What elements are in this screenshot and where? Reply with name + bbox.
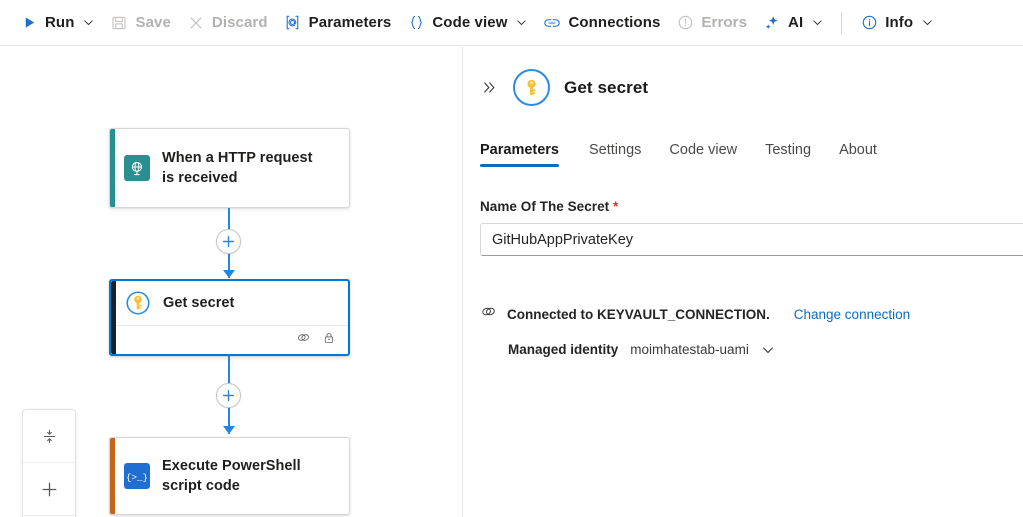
zoom-in-button[interactable] bbox=[23, 463, 75, 516]
change-connection-link[interactable]: Change connection bbox=[793, 306, 911, 322]
chevron-down-icon[interactable] bbox=[811, 17, 823, 29]
node-title-line2: is received bbox=[162, 170, 238, 186]
node-accent-bar bbox=[110, 438, 115, 514]
toolbar-connections-button[interactable]: Connections bbox=[535, 6, 668, 40]
double-chevron-right-icon[interactable] bbox=[479, 78, 499, 98]
tab-testing-label: Testing bbox=[765, 142, 812, 158]
toolbar-save-label: Save bbox=[135, 14, 171, 31]
workflow-node-http-trigger[interactable]: When a HTTP request is received bbox=[109, 128, 350, 208]
toolbar-info-label: Info bbox=[885, 14, 914, 31]
node-footer bbox=[111, 325, 348, 354]
node-accent-bar bbox=[110, 129, 115, 207]
panel-header: Get secret bbox=[463, 47, 1023, 106]
lock-icon[interactable] bbox=[322, 331, 336, 350]
tab-code-view[interactable]: Code view bbox=[655, 142, 751, 167]
toolbar-discard-button[interactable]: Discard bbox=[179, 6, 276, 40]
tab-code-view-label: Code view bbox=[669, 142, 738, 158]
toolbar-connections-label: Connections bbox=[568, 14, 661, 31]
app-toolbar: Run Save Discard bbox=[0, 0, 1023, 46]
toolbar-ai-button[interactable]: AI bbox=[755, 6, 831, 40]
key-icon bbox=[125, 290, 151, 316]
required-marker: * bbox=[613, 199, 619, 214]
connection-status-row: Connected to KEYVAULT_CONNECTION. Change… bbox=[463, 256, 1023, 325]
node-title-line1: Get secret bbox=[163, 295, 235, 311]
workflow-node-get-secret[interactable]: Get secret bbox=[109, 279, 350, 356]
toolbar-run-label: Run bbox=[45, 14, 75, 31]
tab-about-label: About bbox=[839, 142, 877, 158]
powershell-icon: {>_} bbox=[124, 463, 150, 489]
toolbar-code-view-button[interactable]: Code view bbox=[399, 6, 535, 40]
toolbar-errors-button[interactable]: Errors bbox=[668, 6, 755, 40]
workflow-canvas[interactable]: When a HTTP request is received bbox=[0, 47, 462, 517]
tab-settings[interactable]: Settings bbox=[575, 142, 655, 167]
toolbar-info-button[interactable]: Info bbox=[852, 6, 941, 40]
secret-name-input[interactable]: GitHubAppPrivateKey bbox=[480, 223, 1023, 256]
at-sign-icon bbox=[284, 14, 302, 32]
node-title-line1: Execute PowerShell bbox=[162, 458, 301, 474]
toolbar-parameters-button[interactable]: Parameters bbox=[276, 6, 400, 40]
workflow-node-execute-powershell[interactable]: {>_} Execute PowerShell script code bbox=[109, 437, 350, 515]
chevron-down-icon[interactable] bbox=[515, 17, 527, 29]
toolbar-ai-label: AI bbox=[788, 14, 804, 31]
sparkle-icon bbox=[763, 14, 781, 32]
tab-parameters[interactable]: Parameters bbox=[480, 142, 575, 167]
panel-tabs: Parameters Settings Code view Testing Ab… bbox=[463, 131, 1023, 167]
workflow-edge-arrow bbox=[223, 270, 235, 278]
panel-title: Get secret bbox=[564, 77, 649, 97]
connection-status-text: Connected to KEYVAULT_CONNECTION. bbox=[507, 306, 770, 322]
tab-about[interactable]: About bbox=[825, 142, 891, 167]
error-icon bbox=[676, 14, 694, 32]
toolbar-parameters-label: Parameters bbox=[308, 14, 392, 31]
workflow-edge-arrow bbox=[223, 426, 235, 434]
chevron-down-icon[interactable] bbox=[82, 17, 94, 29]
action-details-panel: Get secret Parameters Settings Code view… bbox=[463, 47, 1023, 517]
tab-settings-label: Settings bbox=[589, 142, 642, 158]
chevron-down-icon[interactable] bbox=[921, 17, 933, 29]
discard-icon bbox=[187, 14, 205, 32]
node-title-line1: When a HTTP request bbox=[162, 150, 313, 166]
globe-request-icon bbox=[124, 155, 150, 181]
secret-name-field-block: Name Of The Secret * GitHubAppPrivateKey bbox=[463, 167, 1023, 256]
tab-testing[interactable]: Testing bbox=[751, 142, 825, 167]
tab-parameters-label: Parameters bbox=[480, 142, 559, 158]
toolbar-divider bbox=[841, 11, 843, 34]
link-icon bbox=[543, 14, 561, 32]
svg-text:{>_}: {>_} bbox=[126, 472, 148, 483]
toolbar-discard-label: Discard bbox=[211, 14, 268, 31]
key-icon bbox=[513, 69, 550, 106]
info-icon bbox=[860, 14, 878, 32]
connection-icon bbox=[480, 303, 497, 325]
play-icon bbox=[20, 14, 38, 32]
node-accent-bar bbox=[111, 281, 116, 354]
toolbar-code-view-label: Code view bbox=[432, 14, 508, 31]
connection-icon[interactable] bbox=[296, 330, 311, 350]
toolbar-save-button[interactable]: Save bbox=[102, 6, 178, 40]
add-step-button[interactable] bbox=[216, 383, 241, 408]
managed-identity-value[interactable]: moimhatestab-uami bbox=[630, 342, 749, 357]
node-title-line2: script code bbox=[162, 478, 240, 494]
managed-identity-row: Managed identity moimhatestab-uami bbox=[463, 325, 1023, 357]
save-icon bbox=[110, 14, 128, 32]
managed-identity-label: Managed identity bbox=[508, 342, 619, 357]
secret-name-label-text: Name Of The Secret bbox=[480, 199, 610, 214]
panel-divider bbox=[462, 47, 463, 517]
canvas-zoom-controls bbox=[22, 409, 76, 517]
fit-to-screen-button[interactable] bbox=[23, 410, 75, 463]
toolbar-errors-label: Errors bbox=[701, 14, 748, 31]
braces-icon bbox=[407, 14, 425, 32]
chevron-down-icon[interactable] bbox=[761, 343, 775, 357]
toolbar-run-button[interactable]: Run bbox=[12, 6, 102, 40]
secret-name-label: Name Of The Secret * bbox=[480, 199, 1023, 214]
add-step-button[interactable] bbox=[216, 229, 241, 254]
